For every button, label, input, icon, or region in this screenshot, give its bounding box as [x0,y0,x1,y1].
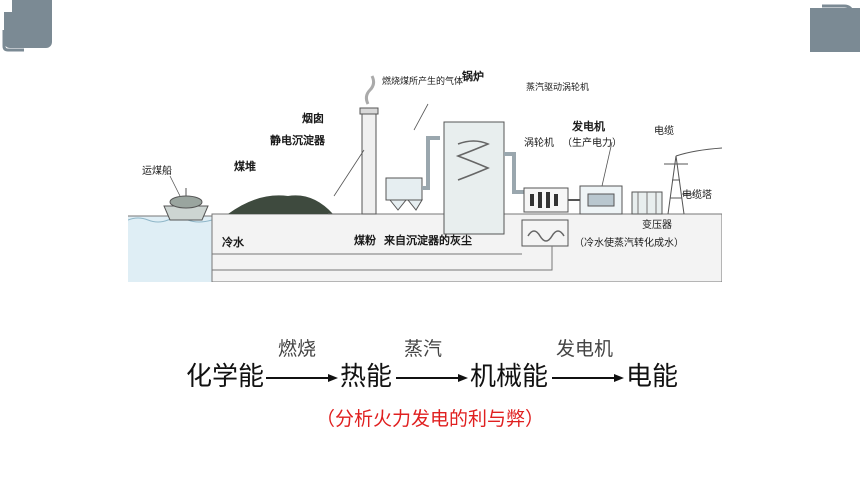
label-transformer: 变压器 [642,218,672,231]
process-steam: 蒸汽 [404,338,443,360]
label-steam-turbine: 蒸汽驱动涡轮机 [526,81,589,93]
label-chimney: 烟囱 [302,111,324,125]
process-generator: 发电机 [556,338,614,360]
process-combustion: 燃烧 [278,338,317,360]
label-coal-powder: 煤粉 [354,233,376,247]
electrostatic-precipitator [385,177,423,211]
term-electric-energy: 电能 [626,362,679,392]
energy-conversion-chain: 化学能 燃烧 热能 蒸汽 机械能 发电机 电能 [186,338,706,394]
power-plant-diagram: 运煤船 煤堆 烟囱 静电沉淀器 燃烧煤所产生的气体 锅炉 蒸汽驱动涡轮机 涡轮机… [128,64,722,282]
label-condense: （冷水使蒸汽转化成水） [574,236,684,249]
label-cable: 电缆 [654,124,674,137]
label-generator-sub: （生产电力） [562,136,622,149]
chimney [359,75,379,215]
label-tower: 电缆塔 [682,188,712,201]
boiler [443,121,505,235]
label-generator: 发电机 [571,119,605,133]
label-ship: 运煤船 [142,164,172,177]
water-area [128,216,212,282]
coal-pile [228,195,333,214]
term-thermal-energy: 热能 [340,362,393,392]
corner-ornament-top-left [0,0,52,52]
condenser [521,219,569,247]
label-ash: 来自沉淀器的灰尘 [383,233,472,247]
analysis-note: （分析火力发电的利与弊） [315,408,544,430]
transformer [631,191,663,215]
coal-ship [163,188,209,221]
term-mechanical-energy: 机械能 [470,362,549,392]
cable-tower [664,147,722,215]
steam-turbine [523,187,569,213]
label-precipitator: 静电沉淀器 [270,133,326,147]
label-cold-water: 冷水 [222,235,245,249]
corner-ornament-top-right [810,4,860,52]
arrow-2 [396,374,468,382]
term-chemical-energy: 化学能 [186,362,265,392]
label-turbine: 涡轮机 [524,136,554,149]
label-boiler: 锅炉 [462,69,484,83]
label-coal-pile: 煤堆 [234,159,256,173]
label-flue-gas: 燃烧煤所产生的气体 [382,75,463,87]
arrow-1 [266,374,338,382]
arrow-3 [552,374,624,382]
generator [579,185,623,215]
